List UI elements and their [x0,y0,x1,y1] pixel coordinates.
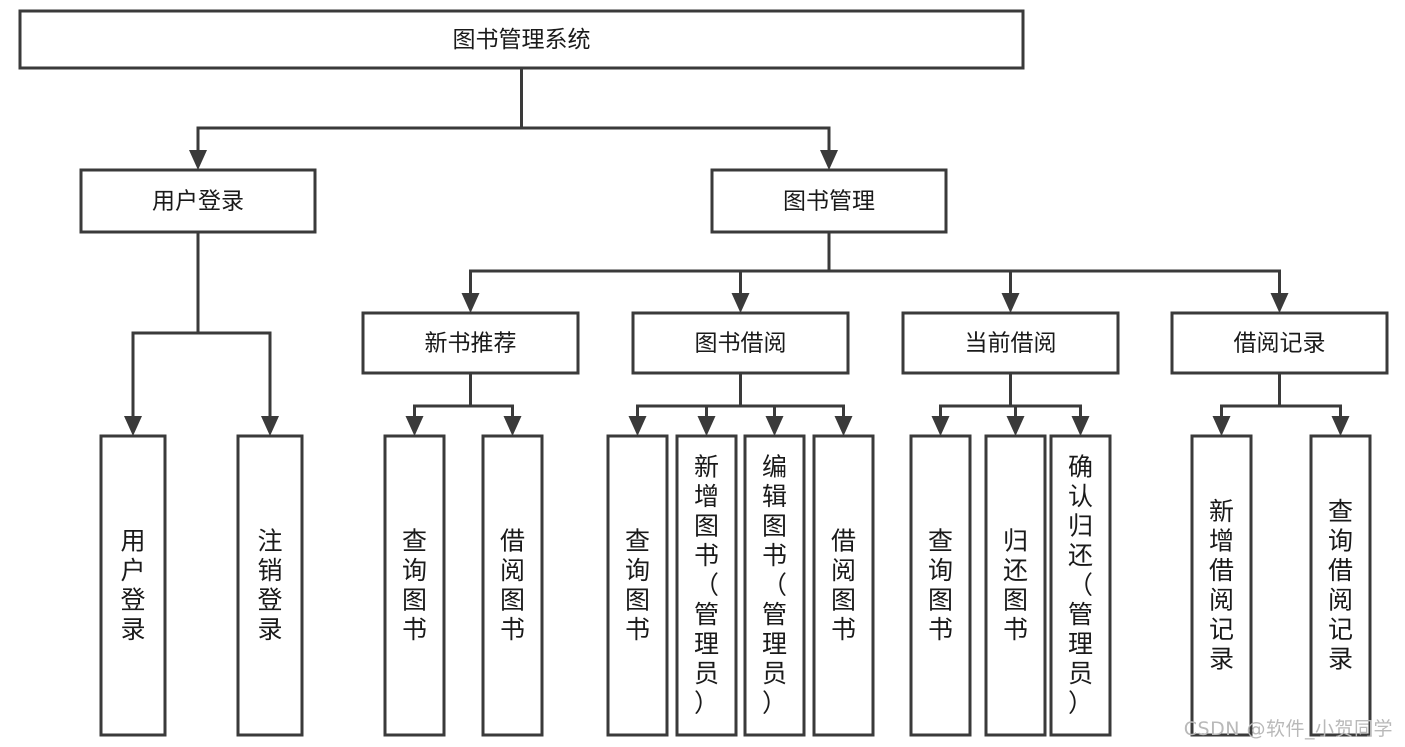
leaf-leaf-user-login[interactable]: 用户登录 [99,434,167,737]
node-layer: 图书管理系统用户登录图书管理新书推荐图书借阅当前借阅借阅记录用户登录注销登录查询… [18,9,1389,737]
leaf-leaf-query-book-2-rect [606,434,669,737]
borrow-record-arrow-1 [1331,416,1350,436]
node-book-manage[interactable]: 图书管理 [710,168,948,234]
node-book-borrow-label: 图书借阅 [695,331,787,357]
leaf-leaf-add-record[interactable]: 新增借阅记录 [1190,434,1253,737]
leaf-leaf-query-record-label: 查询借阅记录 [1328,497,1353,674]
new-book-rec-arrow-0 [405,416,424,436]
book-borrow-arrow-2 [765,416,784,436]
node-new-book-rec[interactable]: 新书推荐 [361,311,580,375]
leaf-leaf-return-book[interactable]: 归还图书 [984,434,1047,737]
leaf-leaf-edit-book-rect [743,434,806,737]
leaf-leaf-user-logout-label: 注销登录 [257,527,282,645]
leaf-leaf-query-book-3-rect [909,434,972,737]
node-user-login[interactable]: 用户登录 [79,168,317,234]
book-borrow-arrow-3 [834,416,853,436]
leaf-leaf-add-book-rect [675,434,738,737]
book-manage-arrow-1 [731,293,750,313]
leaf-leaf-query-book-2[interactable]: 查询图书 [606,434,669,737]
book-borrow-arrow-1 [697,416,716,436]
leaf-leaf-borrow-book-1[interactable]: 借阅图书 [481,434,544,737]
current-borrow-arrow-0 [931,416,950,436]
user-login-arrow-1 [261,416,279,436]
node-borrow-record-label: 借阅记录 [1234,331,1326,357]
leaf-leaf-borrow-book-2-rect [812,434,875,737]
node-borrow-record[interactable]: 借阅记录 [1170,311,1389,375]
new-book-rec-arrow-1 [503,416,522,436]
leaf-leaf-add-record-rect [1190,434,1253,737]
node-user-login-rect [79,168,317,234]
leaf-leaf-confirm-return-rect [1049,434,1112,737]
leaf-leaf-user-login-rect [99,434,167,737]
leaf-leaf-user-login-label: 用户登录 [120,527,145,645]
leaf-leaf-query-book-1[interactable]: 查询图书 [383,434,446,737]
leaf-leaf-borrow-book-2-label: 借阅图书 [831,527,856,645]
leaf-leaf-edit-book[interactable]: 编辑图书（管理员） [743,434,806,737]
current-borrow-arrow-1 [1006,416,1025,436]
node-book-borrow-rect [631,311,850,375]
borrow-record-arrow-0 [1212,416,1231,436]
leaf-leaf-add-record-label: 新增借阅记录 [1209,497,1234,674]
leaf-leaf-user-logout-rect [236,434,304,737]
root-arrow-1 [820,150,838,170]
book-manage-arrow-2 [1001,293,1020,313]
node-new-book-rec-rect [361,311,580,375]
leaf-leaf-query-record-rect [1309,434,1372,737]
leaf-leaf-query-book-2-label: 查询图书 [625,527,650,645]
leaf-leaf-add-book-label: 新增图书（管理员） [694,453,719,718]
leaf-leaf-confirm-return[interactable]: 确认归还（管理员） [1049,434,1112,737]
node-book-manage-rect [710,168,948,234]
node-book-borrow[interactable]: 图书借阅 [631,311,850,375]
leaf-leaf-borrow-book-1-rect [481,434,544,737]
leaf-leaf-confirm-return-label: 确认归还（管理员） [1068,453,1093,718]
book-manage-arrow-0 [461,293,480,313]
node-current-borrow[interactable]: 当前借阅 [901,311,1120,375]
book-borrow-arrow-0 [628,416,647,436]
node-root-label: 图书管理系统 [453,27,591,53]
node-borrow-record-rect [1170,311,1389,375]
leaf-leaf-return-book-label: 归还图书 [1003,527,1028,645]
root-arrow-0 [189,150,207,170]
current-borrow-arrow-2 [1071,416,1090,436]
leaf-leaf-borrow-book-1-label: 借阅图书 [500,527,525,645]
node-book-manage-label: 图书管理 [783,189,875,215]
node-new-book-rec-label: 新书推荐 [425,331,517,357]
node-root-rect [18,9,1025,70]
user-login-arrow-0 [124,416,142,436]
leaf-leaf-return-book-rect [984,434,1047,737]
leaf-leaf-user-logout[interactable]: 注销登录 [236,434,304,737]
node-root[interactable]: 图书管理系统 [18,9,1025,70]
leaf-leaf-query-book-3[interactable]: 查询图书 [909,434,972,737]
connector-layer [124,66,1350,436]
node-current-borrow-label: 当前借阅 [965,331,1057,357]
leaf-leaf-query-record[interactable]: 查询借阅记录 [1309,434,1372,737]
node-user-login-label: 用户登录 [152,189,244,215]
book-manage-arrow-3 [1270,293,1289,313]
leaf-leaf-query-book-1-rect [383,434,446,737]
leaf-leaf-edit-book-label: 编辑图书（管理员） [762,453,787,718]
leaf-leaf-query-book-3-label: 查询图书 [928,527,953,645]
leaf-leaf-query-book-1-label: 查询图书 [402,527,427,645]
leaf-leaf-add-book[interactable]: 新增图书（管理员） [675,434,738,737]
leaf-leaf-borrow-book-2[interactable]: 借阅图书 [812,434,875,737]
node-current-borrow-rect [901,311,1120,375]
